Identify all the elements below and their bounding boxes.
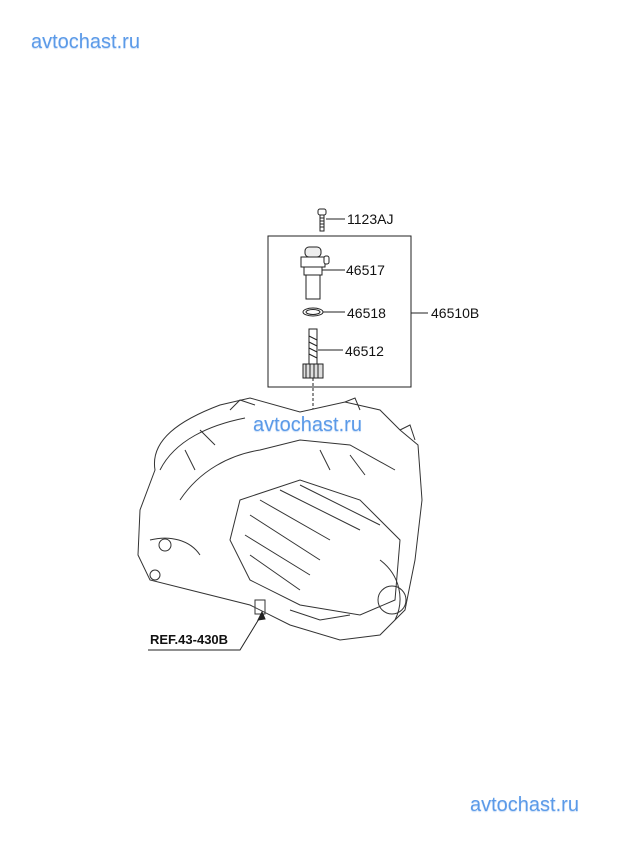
watermark-top-left: avtochast.ru	[31, 31, 140, 53]
part-label-46518[interactable]: 46518	[347, 305, 386, 321]
driven-gear-icon	[302, 328, 324, 379]
transmission-housing-icon	[137, 397, 423, 641]
part-label-46512[interactable]: 46512	[345, 343, 384, 359]
part-label-46517[interactable]: 46517	[346, 262, 385, 278]
part-label-46510b[interactable]: 46510B	[431, 305, 480, 321]
reference-label[interactable]: REF.43-430B	[150, 632, 229, 647]
bolt-icon	[317, 208, 327, 232]
watermark-center: avtochast.ru	[253, 414, 362, 436]
watermark-bottom-right: avtochast.ru	[470, 794, 579, 816]
reference-leader	[148, 613, 263, 651]
part-label-1123aj[interactable]: 1123AJ	[347, 211, 394, 227]
sensor-icon	[300, 246, 330, 300]
assembly-box	[267, 235, 412, 388]
